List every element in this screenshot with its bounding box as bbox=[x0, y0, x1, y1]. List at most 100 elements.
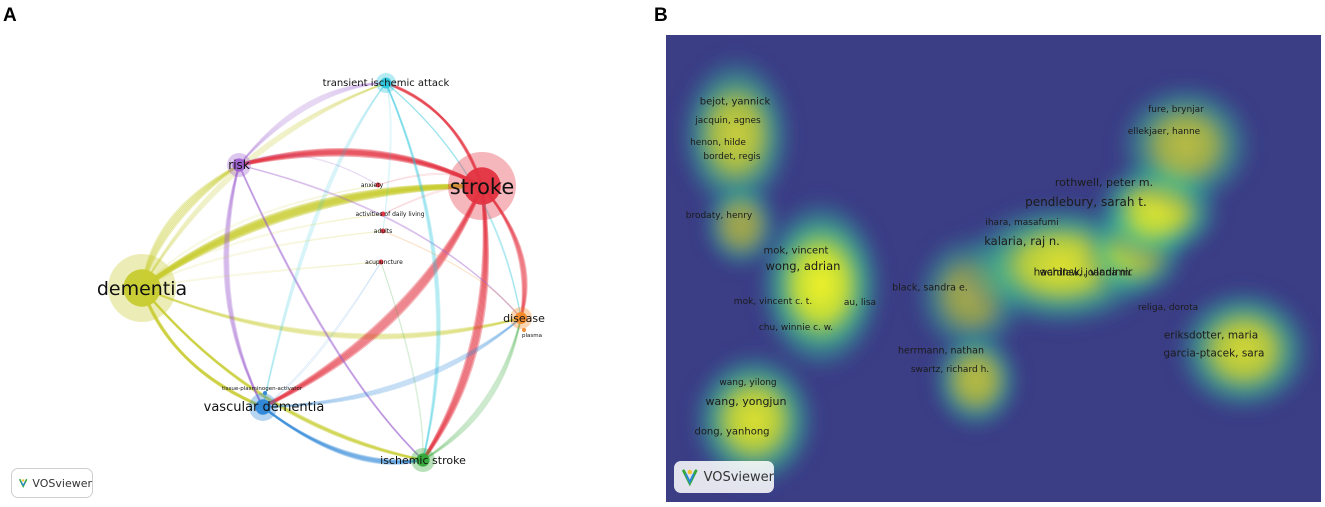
node-adults[interactable] bbox=[380, 228, 386, 234]
network-links bbox=[140, 81, 528, 465]
density-heat bbox=[673, 47, 1319, 495]
node-tia[interactable] bbox=[380, 77, 392, 89]
author-label[interactable]: rothwell, peter m. bbox=[1055, 176, 1153, 189]
density-blob bbox=[673, 47, 799, 223]
node-vascular[interactable] bbox=[255, 399, 271, 415]
author-label[interactable]: herrmann, nathan bbox=[898, 345, 984, 356]
network-link bbox=[223, 164, 264, 408]
panel-a-letter: A bbox=[3, 5, 17, 26]
network-link bbox=[422, 317, 522, 461]
network-link bbox=[238, 82, 387, 166]
node-label-dementia: dementia bbox=[97, 278, 187, 300]
author-label[interactable]: bordet, regis bbox=[703, 152, 761, 162]
density-map[interactable]: bejot, yannick jacquin, agnes henon, hilde… bbox=[666, 35, 1321, 502]
node-plasma[interactable] bbox=[522, 328, 526, 332]
author-label[interactable]: pendlebury, sarah t. bbox=[1025, 195, 1147, 209]
network-link bbox=[262, 406, 424, 463]
node-disease[interactable] bbox=[514, 311, 528, 325]
author-label[interactable]: garcia-ptacek, sara bbox=[1164, 348, 1265, 360]
network-link bbox=[238, 164, 522, 319]
network-link bbox=[262, 261, 382, 408]
network-link bbox=[262, 406, 424, 462]
network-link bbox=[141, 261, 382, 289]
node-tpa[interactable] bbox=[263, 391, 267, 395]
node-label-acupuncture: acupuncture bbox=[365, 259, 403, 266]
author-label[interactable]: religa, dorota bbox=[1138, 303, 1198, 313]
network-link bbox=[141, 287, 522, 336]
network-link bbox=[262, 185, 484, 409]
network-link bbox=[422, 317, 522, 461]
author-label[interactable]: eriksdotter, maria bbox=[1164, 330, 1258, 342]
network-link bbox=[238, 164, 424, 461]
network-link bbox=[224, 164, 264, 408]
author-label[interactable]: henon, hilde bbox=[690, 138, 746, 148]
network-link bbox=[141, 82, 387, 289]
author-label[interactable]: wang, yilong bbox=[719, 378, 776, 388]
network-link bbox=[238, 164, 522, 319]
node-label-disease: disease bbox=[503, 312, 545, 325]
network-link bbox=[238, 164, 424, 461]
network-link bbox=[141, 287, 424, 462]
node-anxiety[interactable] bbox=[375, 182, 381, 188]
network-link bbox=[421, 185, 489, 461]
density-map-panel[interactable]: bejot, yannick jacquin, agnes henon, hilde… bbox=[666, 35, 1321, 502]
network-link bbox=[421, 185, 490, 461]
author-label[interactable]: mok, vincent bbox=[764, 246, 829, 257]
vosviewer-logo-icon bbox=[19, 478, 28, 488]
network-link bbox=[262, 406, 424, 465]
network-link bbox=[421, 185, 488, 461]
network-link bbox=[238, 153, 483, 188]
network-link bbox=[140, 183, 483, 290]
author-label[interactable]: brodaty, henry bbox=[686, 211, 753, 221]
network-link bbox=[141, 82, 387, 289]
node-label-plasma: plasma bbox=[522, 333, 542, 339]
network-link bbox=[382, 230, 522, 319]
author-label[interactable]: chu, winnie c. w. bbox=[759, 323, 833, 333]
author-label[interactable]: black, sandra e. bbox=[892, 282, 968, 293]
network-link bbox=[262, 82, 387, 408]
network-link bbox=[380, 261, 424, 461]
network-link bbox=[385, 81, 484, 187]
author-label[interactable]: wardlaw, joanna m. bbox=[1039, 267, 1132, 278]
author-label[interactable]: kalaria, raj n. bbox=[984, 234, 1060, 248]
network-link bbox=[141, 287, 424, 462]
node-stroke[interactable] bbox=[463, 167, 501, 205]
author-label[interactable]: hachinski, vladimir bbox=[1034, 267, 1134, 279]
node-acupuncture[interactable] bbox=[378, 259, 384, 265]
author-label[interactable]: swartz, richard h. bbox=[911, 365, 989, 375]
author-label[interactable]: au, lisa bbox=[844, 298, 876, 308]
vosviewer-badge-b: VOSviewer bbox=[674, 461, 774, 493]
density-blob bbox=[1111, 76, 1261, 214]
network-link bbox=[262, 406, 424, 465]
density-blob bbox=[1169, 281, 1319, 419]
author-label[interactable]: jacquin, agnes bbox=[694, 116, 761, 126]
network-link bbox=[141, 82, 387, 289]
network-link bbox=[385, 82, 439, 461]
network-link bbox=[262, 82, 387, 408]
node-dementia[interactable] bbox=[123, 269, 161, 307]
network-link bbox=[262, 185, 484, 409]
network-link bbox=[382, 230, 522, 319]
network-link bbox=[422, 317, 522, 461]
node-label-adl: activities of daily living bbox=[355, 211, 424, 218]
author-label[interactable]: ihara, masafumi bbox=[985, 218, 1058, 228]
network-link bbox=[481, 185, 528, 319]
node-ischemic[interactable] bbox=[416, 453, 430, 467]
author-label[interactable]: mok, vincent c. t. bbox=[734, 297, 812, 307]
network-link bbox=[262, 261, 382, 408]
network-link bbox=[238, 149, 483, 188]
author-label[interactable]: dong, yanhong bbox=[694, 427, 769, 438]
author-label[interactable]: ellekjaer, hanne bbox=[1128, 127, 1201, 137]
author-label[interactable]: fure, brynjar bbox=[1148, 105, 1204, 115]
network-link bbox=[262, 185, 484, 409]
author-label[interactable]: bejot, yannick bbox=[700, 97, 771, 108]
node-adl[interactable] bbox=[380, 211, 386, 217]
network-link bbox=[141, 213, 384, 289]
network-link bbox=[481, 185, 527, 319]
author-label[interactable]: wong, adrian bbox=[766, 259, 841, 273]
node-risk[interactable] bbox=[232, 158, 246, 172]
author-label[interactable]: wang, yongjun bbox=[706, 395, 787, 408]
network-link bbox=[227, 164, 264, 408]
network-link bbox=[238, 82, 387, 166]
